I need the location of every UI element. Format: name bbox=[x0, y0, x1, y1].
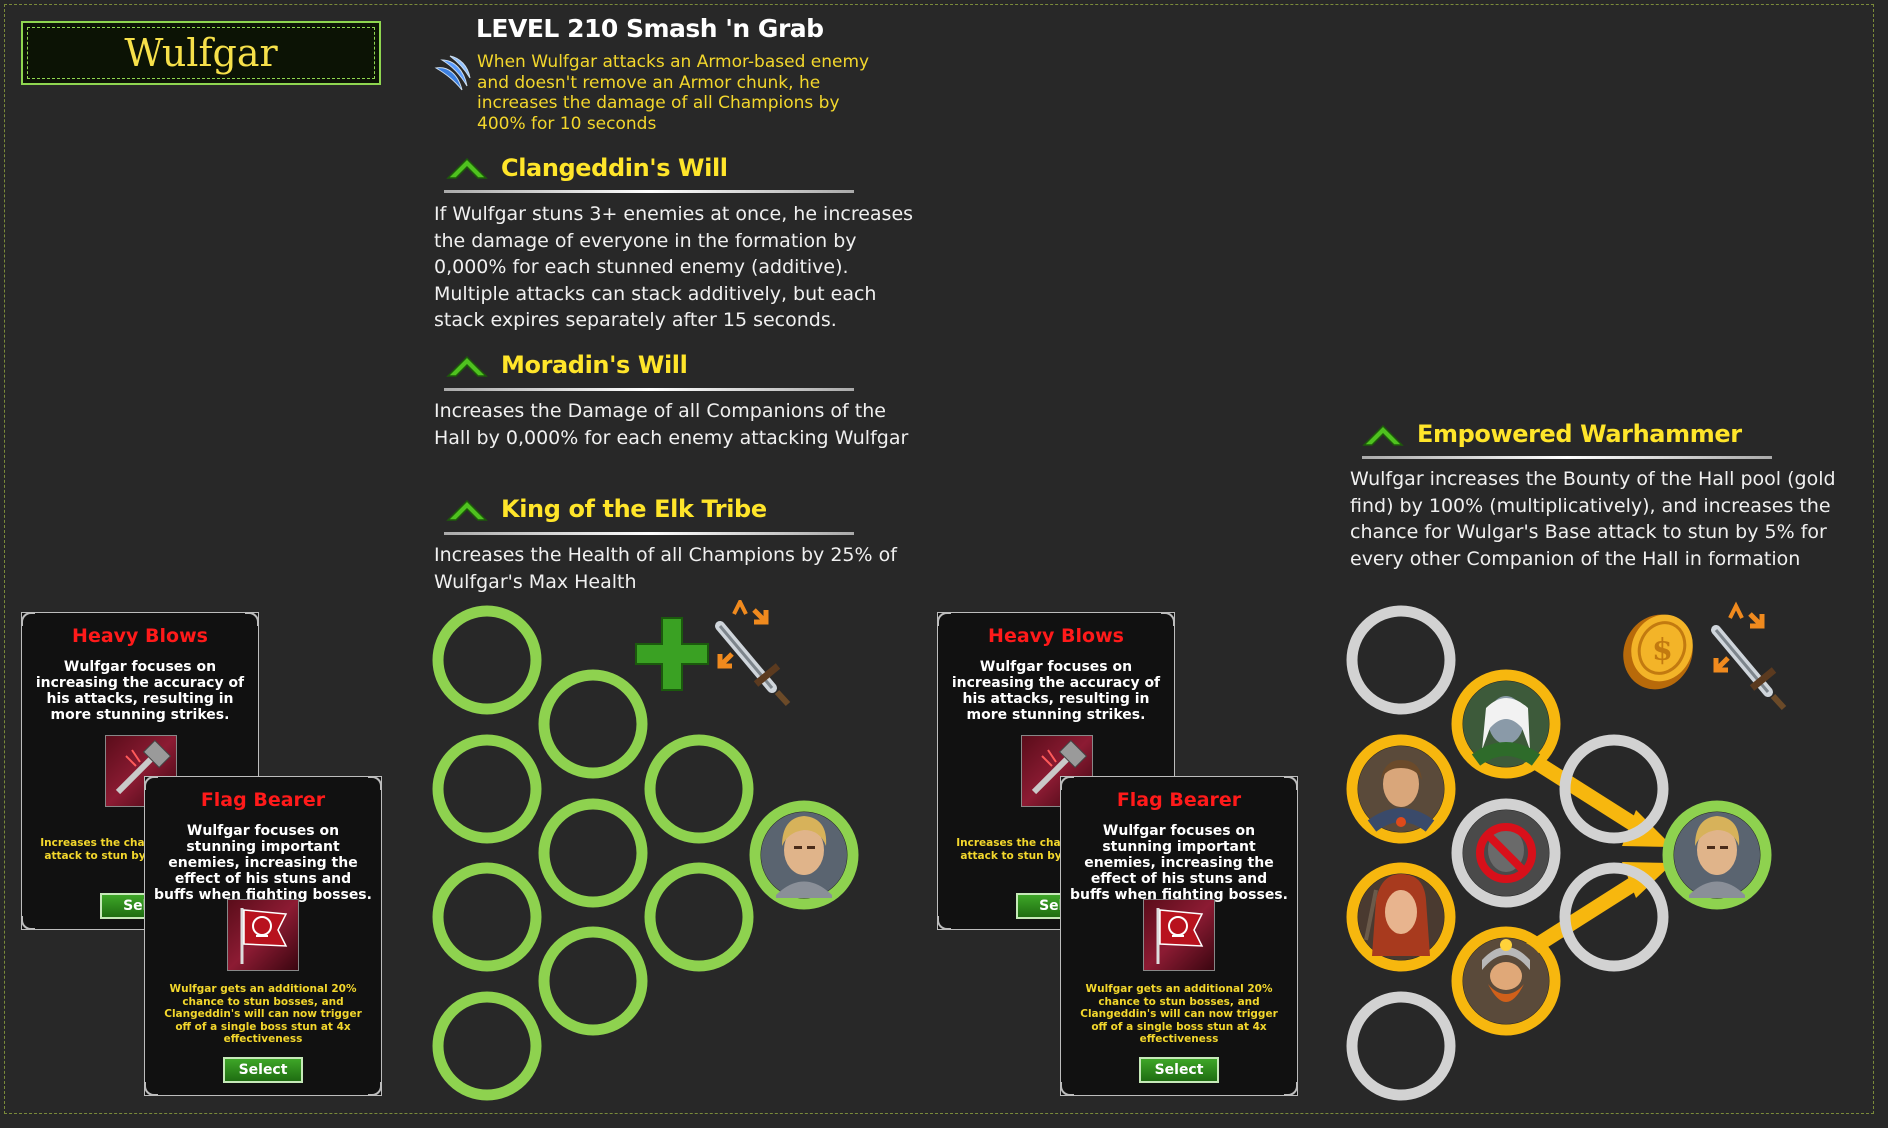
spec-description: Wulfgar focuses on increasing the accura… bbox=[951, 659, 1161, 723]
upgrade-divider bbox=[444, 388, 854, 391]
formation-slot[interactable] bbox=[538, 926, 648, 1036]
human-fighter-portrait bbox=[1358, 746, 1444, 832]
upgrade-title-empowered-warhammer: Empowered Warhammer bbox=[1417, 420, 1742, 448]
formation-slot-wulfgar[interactable] bbox=[1662, 800, 1772, 910]
wulfgar-portrait bbox=[1674, 812, 1760, 898]
formation-companions: $ bbox=[1346, 601, 1787, 1101]
formation-slot[interactable] bbox=[644, 862, 754, 972]
formation-slot[interactable] bbox=[1559, 862, 1669, 972]
formation-slot[interactable] bbox=[432, 734, 542, 844]
champion-name-box: Wulfgar bbox=[21, 21, 381, 85]
upgrade-title-moradins-will: Moradin's Will bbox=[501, 351, 688, 379]
level-ability-description: When Wulfgar attacks an Armor-based enem… bbox=[477, 52, 870, 134]
hammer-strike-icon bbox=[105, 735, 177, 807]
formation-slot-companion[interactable] bbox=[1346, 734, 1456, 844]
spec-description: Wulfgar focuses on stunning important en… bbox=[1070, 823, 1288, 903]
spec-bonus: Wulfgar gets an additional 20% chance to… bbox=[1080, 983, 1278, 1045]
formation-slot-companion[interactable] bbox=[1346, 862, 1456, 972]
card-corner bbox=[1060, 1082, 1074, 1096]
blocked-slot-icon bbox=[1463, 810, 1549, 896]
upgrade-chevron-icon bbox=[446, 499, 488, 521]
svg-text:$: $ bbox=[1652, 633, 1673, 668]
spec-title: Heavy Blows bbox=[988, 625, 1124, 647]
spec-bonus: Wulfgar gets an additional 20% chance to… bbox=[164, 983, 362, 1045]
card-corner bbox=[1284, 776, 1298, 790]
upgrade-title-clangeddins-will: Clangeddin's Will bbox=[501, 154, 728, 182]
spec-title: Flag Bearer bbox=[1116, 789, 1242, 811]
spec-title: Flag Bearer bbox=[200, 789, 326, 811]
spec-bonus: Increases the char attack to stun by bbox=[40, 837, 150, 862]
upgrade-divider bbox=[1362, 456, 1772, 459]
card-corner bbox=[21, 916, 35, 930]
spec-card-flag-bearer[interactable]: Flag Bearer Wulfgar focuses on stunning … bbox=[144, 776, 382, 1096]
upgrade-description-king-of-the-elk-tribe: Increases the Health of all Champions by… bbox=[434, 544, 897, 593]
formation-slot[interactable] bbox=[432, 605, 542, 715]
upgrade-divider bbox=[444, 190, 854, 193]
champion-name: Wulfgar bbox=[124, 31, 278, 75]
level-ability-title: LEVEL 210 Smash 'n Grab bbox=[476, 14, 824, 43]
formation-health bbox=[432, 600, 859, 1101]
sword-buff-icon bbox=[1711, 601, 1787, 711]
formation-slot[interactable] bbox=[1559, 734, 1669, 844]
upgrade-description-clangeddins-will: If Wulfgar stuns 3+ enemies at once, he … bbox=[434, 203, 914, 331]
card-corner bbox=[1161, 612, 1175, 626]
upgrade-divider bbox=[444, 532, 854, 535]
champion-name-inner-border bbox=[27, 27, 375, 79]
card-corner bbox=[368, 776, 382, 790]
formation-slot[interactable] bbox=[538, 669, 648, 779]
health-cross-icon bbox=[635, 617, 709, 691]
card-corner bbox=[368, 1082, 382, 1096]
upgrade-chevron-icon bbox=[446, 355, 488, 377]
page-frame bbox=[4, 4, 1874, 1114]
banner-skull-icon bbox=[227, 899, 299, 971]
dwarf-cleric-portrait bbox=[1463, 938, 1549, 1024]
upgrade-chevron-icon bbox=[446, 157, 488, 179]
card-corner bbox=[144, 1082, 158, 1096]
select-button[interactable]: Select bbox=[223, 1057, 303, 1083]
spec-description: Wulfgar focuses on stunning important en… bbox=[154, 823, 372, 903]
card-corner bbox=[21, 612, 35, 626]
upgrade-title-king-of-the-elk-tribe: King of the Elk Tribe bbox=[501, 495, 767, 523]
formation-slot-companion[interactable] bbox=[1451, 669, 1561, 779]
sword-buff-icon bbox=[715, 600, 791, 707]
card-corner bbox=[144, 776, 158, 790]
formation-slot-wulfgar[interactable] bbox=[749, 800, 859, 910]
spec-description: Wulfgar focuses on increasing the accura… bbox=[35, 659, 245, 723]
formation-slot[interactable] bbox=[538, 798, 648, 908]
card-corner bbox=[1060, 776, 1074, 790]
select-button[interactable]: Select bbox=[1139, 1057, 1219, 1083]
formation-slot-blocked[interactable] bbox=[1451, 798, 1561, 908]
drow-ranger-portrait bbox=[1463, 681, 1549, 767]
formation-slot[interactable] bbox=[644, 734, 754, 844]
formation-slot[interactable] bbox=[1346, 991, 1456, 1101]
formation-slot-companion[interactable] bbox=[1451, 926, 1561, 1036]
upgrade-description-moradins-will: Increases the Damage of all Companions o… bbox=[434, 400, 909, 449]
card-corner bbox=[245, 612, 259, 626]
spec-card-flag-bearer[interactable]: Flag Bearer Wulfgar focuses on stunning … bbox=[1060, 776, 1298, 1096]
female-archer-portrait bbox=[1358, 874, 1444, 960]
claw-slash-icon bbox=[434, 55, 471, 91]
spec-bonus: Increases the char attack to stun by bbox=[956, 837, 1066, 862]
card-corner bbox=[937, 916, 951, 930]
wulfgar-portrait bbox=[761, 812, 847, 898]
upgrade-chevron-icon bbox=[1362, 424, 1404, 446]
formation-slot[interactable] bbox=[1346, 605, 1456, 715]
card-corner bbox=[1284, 1082, 1298, 1096]
formation-slot[interactable] bbox=[432, 991, 542, 1101]
formation-slot[interactable] bbox=[432, 862, 542, 972]
upgrade-description-empowered-warhammer: Wulfgar increases the Bounty of the Hall… bbox=[1350, 468, 1836, 570]
gold-coin-icon: $ bbox=[1623, 614, 1693, 690]
card-corner bbox=[937, 612, 951, 626]
banner-skull-icon bbox=[1143, 899, 1215, 971]
spec-title: Heavy Blows bbox=[72, 625, 208, 647]
